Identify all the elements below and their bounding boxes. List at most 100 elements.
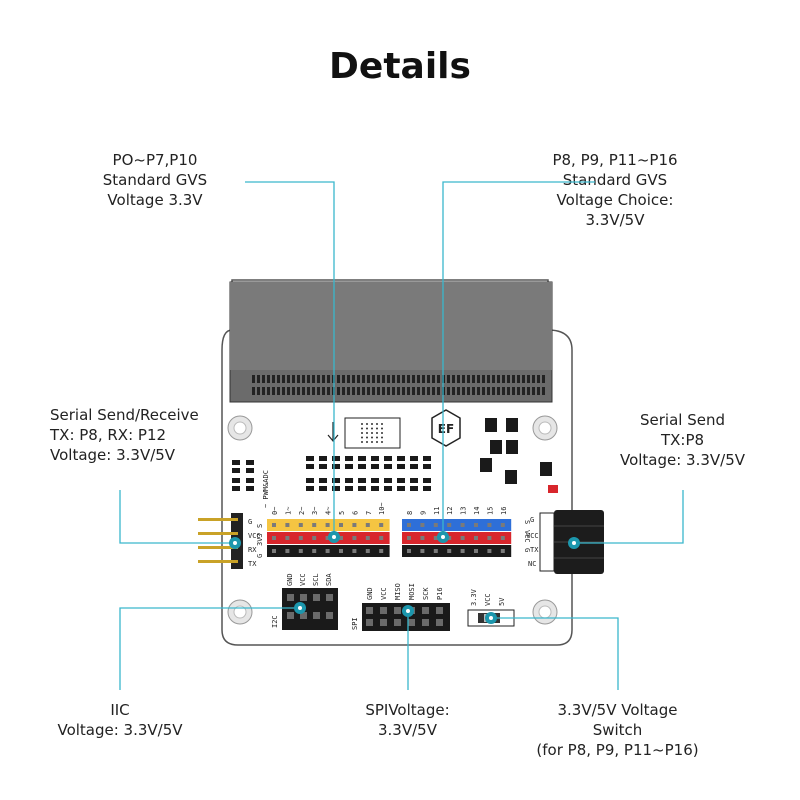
smd-resistor [371, 486, 379, 491]
signal-row-right-pin [487, 523, 492, 527]
smd-resistor [410, 486, 418, 491]
led-dot [376, 436, 378, 439]
connector-tooth [387, 387, 390, 395]
connector-tooth [492, 375, 495, 383]
connector-tooth [362, 375, 365, 383]
connector-tooth [482, 387, 485, 395]
connector-tooth [482, 375, 485, 383]
callout-line-top-right [442, 181, 595, 537]
connector-tooth [397, 387, 400, 395]
vcc-row-right-pin [420, 536, 425, 540]
spi-pin-hole [394, 607, 401, 614]
connector-tooth [357, 387, 360, 395]
smd-resistor [232, 486, 240, 491]
signal-row-left-pin [325, 523, 330, 527]
callout-line: 3.3V/5V [378, 721, 437, 739]
vcc-row-left-pin [272, 536, 276, 540]
smd-resistor [246, 486, 254, 491]
smd-resistor [371, 456, 379, 461]
i2c-pin-label: VCC [299, 573, 307, 586]
signal-row-right-pin [460, 523, 465, 527]
pin-label: 9 [419, 511, 427, 515]
connector-tooth [287, 375, 290, 383]
connector-tooth [292, 375, 295, 383]
smd-resistor [397, 478, 405, 483]
connector-tooth [337, 387, 340, 395]
smd-components [232, 418, 558, 493]
callout-line: IIC [110, 701, 130, 719]
i2c-pin-hole [313, 594, 320, 601]
vcc-vcc-label: VCC [523, 530, 531, 543]
connector-tooth [282, 375, 285, 383]
vcc-row-right-pin [500, 536, 505, 540]
callout-line: PO~P7,P10 [112, 151, 198, 169]
led-dot [371, 423, 373, 425]
led-dot [361, 423, 363, 425]
smd-resistor [232, 460, 240, 465]
connector-tooth [352, 375, 355, 383]
callout-line: (for P8, P9, P11~P16) [536, 741, 699, 759]
pin-label: 2~ [298, 507, 306, 515]
connector-tooth [517, 387, 520, 395]
connector-tooth [367, 375, 370, 383]
smd-resistor [371, 464, 379, 469]
left-hdr-vcc: VCC [248, 532, 261, 540]
connector-tooth [317, 387, 320, 395]
smd-resistor [358, 464, 366, 469]
i2c-pin-hole [300, 594, 307, 601]
connector-tooth [447, 387, 450, 395]
header-pin [198, 546, 238, 549]
spi-pin-hole [422, 619, 429, 626]
connector-tooth [437, 375, 440, 383]
right-serial-header: G VCC TX NC [526, 510, 604, 574]
callout-dot-center [332, 535, 336, 539]
right-hdr-nc: NC [528, 560, 536, 568]
signal-row-right-pin [407, 523, 411, 527]
smd-resistor [423, 456, 431, 461]
connector-tooth [327, 387, 330, 395]
signal-row-right-strip [402, 519, 512, 531]
vcc-row-left-pin [325, 536, 330, 540]
smd-resistor [358, 486, 366, 491]
callout-line: P8, P9, P11~P16 [552, 151, 678, 169]
spi-pin-label: VCC [380, 587, 388, 600]
gnd-row-right-pin [460, 549, 465, 553]
right-hdr-tx: TX [530, 546, 539, 554]
led-dot [361, 436, 363, 439]
connector-tooth [292, 387, 295, 395]
pin-label: 15 [486, 507, 494, 515]
pin-label: 13 [460, 507, 468, 515]
connector-tooth [307, 375, 310, 383]
connector-tooth [472, 375, 475, 383]
connector-tooth [437, 387, 440, 395]
left-hdr-rx: RX [248, 546, 257, 554]
callout-line-bottom-right [491, 617, 619, 690]
switch-label: VCC [484, 593, 492, 606]
led-dot [366, 432, 368, 434]
smd-resistor [332, 456, 340, 461]
spi-pin-hole [436, 607, 443, 614]
connector-tooth [497, 375, 500, 383]
connector-tooth [382, 375, 385, 383]
smd-chip [506, 440, 518, 454]
spi-pin-label: P16 [436, 587, 444, 600]
smd-resistor [232, 468, 240, 473]
callout-dot-center [233, 541, 237, 545]
led-dot [371, 436, 373, 439]
callout-dot-center [489, 616, 493, 620]
switch-label: 5V [498, 597, 506, 606]
down-arrow-icon [327, 422, 339, 442]
spi-pin-hole [408, 619, 415, 626]
signal-row-right-pin [500, 523, 505, 527]
callout-bottom-center: SPIVoltage: 3.3V/5V [340, 700, 475, 740]
callout-dot-center [572, 541, 576, 545]
page-title: Details [329, 46, 471, 87]
led-dot [366, 436, 368, 439]
pin-label: 8 [406, 511, 414, 515]
gvs-s-label: S [256, 524, 264, 528]
smd-resistor [371, 478, 379, 483]
gvs-3v3-label: S 3V3 G [256, 524, 264, 558]
connector-tooth [487, 387, 490, 395]
connector-tooth [352, 387, 355, 395]
